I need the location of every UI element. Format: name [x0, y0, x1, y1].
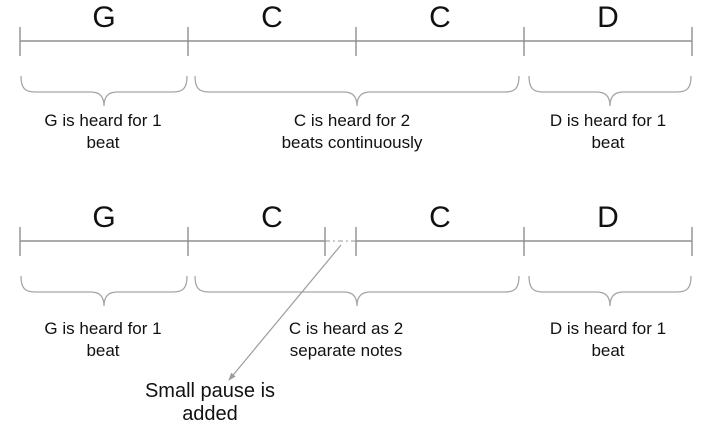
caption-line: separate notes	[289, 341, 403, 360]
chord-label: C	[261, 201, 283, 234]
caption-c1: C is heard for 2 beats continuously	[282, 110, 423, 154]
underbrace-c2	[194, 275, 520, 307]
caption-c2: C is heard as 2 separate notes	[289, 318, 403, 362]
caption-line: G is heard for 1	[44, 319, 162, 338]
chord-label: G	[92, 201, 116, 234]
annotation-arrow	[228, 244, 342, 381]
caption-line: beat	[591, 133, 625, 152]
chord-label: D	[597, 1, 619, 34]
caption-g2: G is heard for 1 beat	[44, 318, 161, 362]
caption-d2: D is heard for 1 beat	[550, 318, 666, 362]
caption-g1: G is heard for 1 beat	[44, 110, 161, 154]
caption-d1: D is heard for 1 beat	[550, 110, 666, 154]
pause-annotation: Small pause is added	[145, 380, 275, 426]
underbrace-d2	[528, 275, 692, 307]
underbrace-g1	[20, 75, 188, 107]
underbrace-d1	[528, 75, 692, 107]
chord-label: C	[429, 1, 451, 34]
underbrace-g2	[20, 275, 188, 307]
caption-line: beat	[86, 133, 120, 152]
chord-label: C	[429, 201, 451, 234]
caption-line: G is heard for 1	[44, 111, 162, 130]
annotation-line: Small pause is	[144, 380, 276, 402]
chord-label: G	[92, 1, 116, 34]
caption-line: C is heard as 2	[288, 319, 404, 338]
caption-line: D is heard for 1	[549, 319, 667, 338]
caption-line: C is heard for 2	[293, 111, 411, 130]
chord-label: C	[261, 1, 283, 34]
caption-line: beats continuously	[281, 133, 423, 152]
chord-label: D	[597, 201, 619, 234]
caption-line: beat	[86, 341, 120, 360]
annotation-line: added	[182, 403, 238, 425]
caption-line: beat	[591, 341, 625, 360]
caption-line: D is heard for 1	[549, 111, 667, 130]
underbrace-c1	[194, 75, 520, 107]
